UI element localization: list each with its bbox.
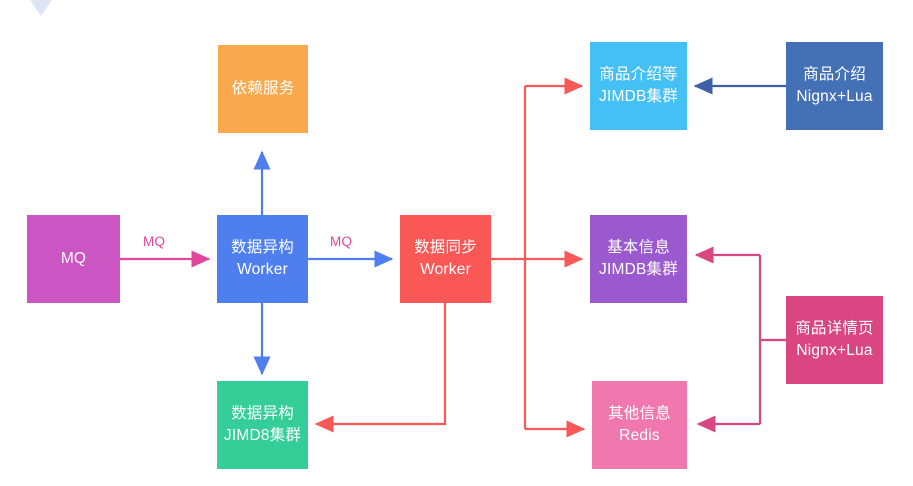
- triangle-marker-icon: [30, 0, 52, 16]
- node-product-detail-nginx-lua[interactable]: 商品详情页 Nignx+Lua: [786, 296, 883, 384]
- node-basic-info-jimdb-cluster[interactable]: 基本信息 JIMDB集群: [590, 215, 687, 303]
- node-product-intro-jimdb-cluster[interactable]: 商品介绍等 JIMDB集群: [590, 42, 687, 130]
- node-data-hetero-jimd8-cluster-line-2: JIMD8集群: [223, 427, 302, 444]
- node-other-info-redis-line-2: Redis: [619, 427, 660, 444]
- node-data-hetero-jimd8-cluster[interactable]: 数据异构 JIMD8集群: [217, 381, 308, 469]
- node-product-intro-jimdb-cluster-line-1: 商品介绍等: [599, 66, 678, 83]
- node-mq[interactable]: MQ: [27, 215, 120, 303]
- node-data-hetero-worker-line-2: Worker: [237, 261, 288, 278]
- node-mq-line-1: MQ: [60, 250, 87, 267]
- node-product-detail-nginx-lua-line-2: Nignx+Lua: [796, 342, 873, 359]
- node-data-sync-worker-line-2: Worker: [420, 261, 471, 278]
- node-dependency-service-line-1: 依赖服务: [231, 80, 295, 97]
- node-product-intro-nginx-lua[interactable]: 商品介绍 Nignx+Lua: [786, 42, 883, 130]
- node-other-info-redis-line-1: 其他信息: [608, 405, 671, 422]
- node-dependency-service[interactable]: 依赖服务: [218, 45, 308, 133]
- edge-sync-worker-to-jimd8-cluster: [314, 303, 447, 433]
- node-data-hetero-jimd8-cluster-line-1: 数据异构: [231, 405, 294, 422]
- node-data-sync-worker-line-1: 数据同步: [414, 239, 477, 256]
- node-other-info-redis[interactable]: 其他信息 Redis: [592, 381, 687, 469]
- node-data-sync-worker[interactable]: 数据同步 Worker: [400, 215, 491, 303]
- edge-label-mq-2: MQ: [330, 234, 353, 249]
- node-basic-info-jimdb-cluster-line-1: 基本信息: [607, 239, 670, 256]
- node-product-intro-nginx-lua-line-1: 商品介绍: [803, 66, 866, 83]
- node-product-intro-nginx-lua-line-2: Nignx+Lua: [796, 88, 873, 105]
- edge-label-mq-1: MQ: [143, 234, 166, 249]
- node-data-hetero-worker-line-1: 数据异构: [231, 239, 294, 256]
- node-product-detail-nginx-lua-line-1: 商品详情页: [795, 320, 874, 337]
- node-data-hetero-worker[interactable]: 数据异构 Worker: [217, 215, 308, 303]
- node-product-intro-jimdb-cluster-line-2: JIMDB集群: [599, 88, 678, 105]
- node-basic-info-jimdb-cluster-line-2: JIMDB集群: [599, 261, 678, 278]
